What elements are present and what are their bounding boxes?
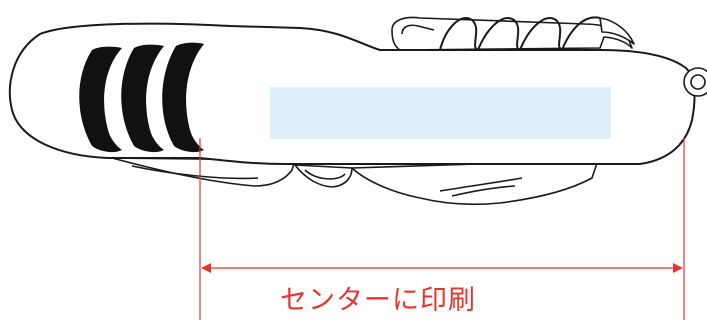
grip-ridge-1 <box>79 46 122 153</box>
upper-tools <box>391 16 635 51</box>
print-width-guide <box>199 138 685 320</box>
corkscrew-icon <box>439 16 601 51</box>
lower-blades <box>111 157 599 206</box>
arrow-right-icon <box>673 263 683 273</box>
blade-right-lower-inner-2 <box>451 185 516 197</box>
print-area <box>270 87 611 139</box>
blade-right-lower-inner <box>439 177 523 192</box>
arrow-left-icon <box>201 263 211 273</box>
corkscrew-tip <box>599 17 635 45</box>
blade-right-lower <box>351 159 599 206</box>
print-position-label: センターに印刷 <box>280 285 476 316</box>
bottle-opener <box>401 24 435 35</box>
tool-middle-lower-inner <box>304 169 346 180</box>
grip-ridge-2 <box>121 44 164 153</box>
grip-ridges <box>79 42 204 153</box>
blade-left-lower-inner <box>131 165 259 180</box>
grip-ridge-3 <box>162 42 204 153</box>
tool-middle-lower <box>294 164 353 188</box>
corkscrew-handle <box>391 16 633 51</box>
key-ring <box>683 67 707 97</box>
